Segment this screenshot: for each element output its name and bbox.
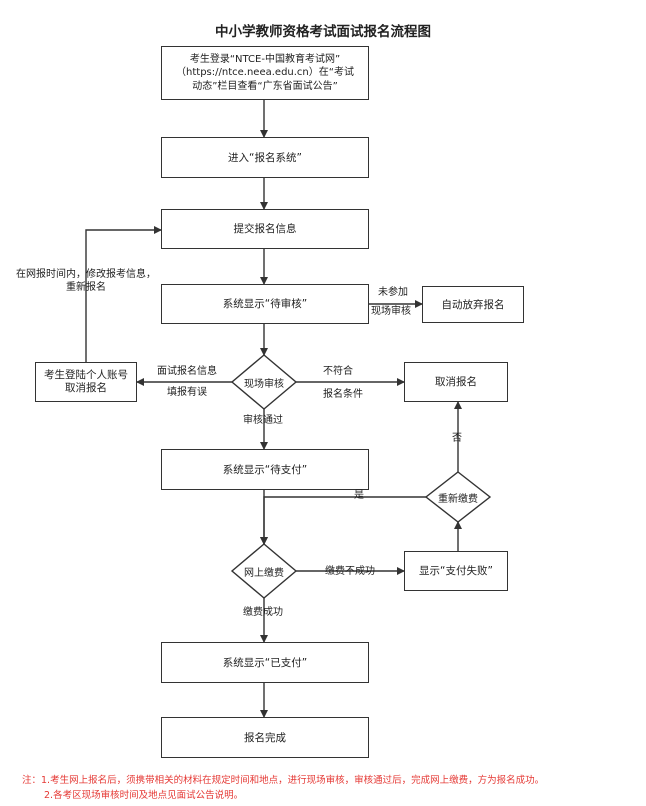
- diamond-repay-label: 重新缴费: [438, 494, 478, 505]
- diamond-onsite-review-label: 现场审核: [244, 379, 284, 390]
- label-review-passed: 审核通过: [243, 415, 283, 426]
- label-modify-line2: 重新报名: [66, 282, 106, 293]
- label-info-error-1: 面试报名信息: [157, 366, 217, 377]
- label-not-attend: 未参加 现场审核: [371, 286, 414, 318]
- arrow-repay-to-spine: [260, 496, 426, 545]
- box-auto-abandon: 自动放弃报名: [422, 286, 524, 323]
- label-not-meet-1: 不符合: [323, 366, 353, 377]
- label-info-error-2: 填报有误: [167, 387, 207, 398]
- box-cancel-signup: 取消报名: [404, 362, 508, 402]
- diamond-online-pay: [230, 543, 298, 599]
- box-login-cancel-line1: 考生登陆个人账号: [44, 369, 128, 381]
- diamond-repay: [424, 471, 492, 523]
- page-title: 中小学教师资格考试面试报名流程图: [215, 24, 431, 40]
- label-modify: 在网报时间内，修改报考信息， 重新报名: [6, 268, 166, 294]
- box-submit-info: 提交报名信息: [161, 209, 369, 249]
- box-login-line1: 考生登录“NTCE-中国教育考试网”: [189, 53, 341, 65]
- box-enter-system: 进入“报名系统”: [161, 137, 369, 178]
- box-payment-failed: 显示“支付失败”: [404, 551, 508, 591]
- box-signup-done: 报名完成: [161, 717, 369, 758]
- diamond-onsite-review: [230, 354, 298, 410]
- box-login-cancel-line2: 取消报名: [65, 382, 107, 394]
- box-login-cancel: 考生登陆个人账号 取消报名: [35, 362, 137, 402]
- box-pending-payment: 系统显示“待支付”: [161, 449, 369, 490]
- label-no: 否: [452, 433, 462, 444]
- footnote-1: 注：1.考生网上报名后，须携带相关的材料在规定时间和地点，进行现场审核，审核通过…: [22, 775, 545, 786]
- label-yes: 是: [354, 490, 364, 501]
- box-paid: 系统显示“已支付”: [161, 642, 369, 683]
- label-not-meet-2: 报名条件: [323, 389, 363, 400]
- arrow-loop-to-submit: [85, 226, 162, 362]
- label-not-attend-line1: 未参加: [378, 287, 408, 298]
- label-pay-failed: 缴费不成功: [325, 566, 375, 577]
- box-login-line3: 动态”栏目查看“广东省面试公告”: [192, 80, 338, 92]
- footnotes: 注：1.考生网上报名后，须携带相关的材料在规定时间和地点，进行现场审核，审核通过…: [22, 773, 544, 803]
- box-login-ntce: 考生登录“NTCE-中国教育考试网” （https://ntce.neea.ed…: [161, 46, 369, 100]
- diamond-online-pay-label: 网上缴费: [244, 568, 284, 579]
- label-pay-success: 缴费成功: [243, 607, 283, 618]
- box-login-line2: （https://ntce.neea.edu.cn）在“考试: [176, 67, 354, 79]
- label-not-attend-line2: 现场审核: [371, 306, 411, 317]
- label-modify-line1: 在网报时间内，修改报考信息，: [16, 269, 156, 280]
- box-pending-review: 系统显示“待审核”: [161, 284, 369, 324]
- footnote-2: 2.各考区现场审核时间及地点见面试公告说明。: [44, 790, 244, 801]
